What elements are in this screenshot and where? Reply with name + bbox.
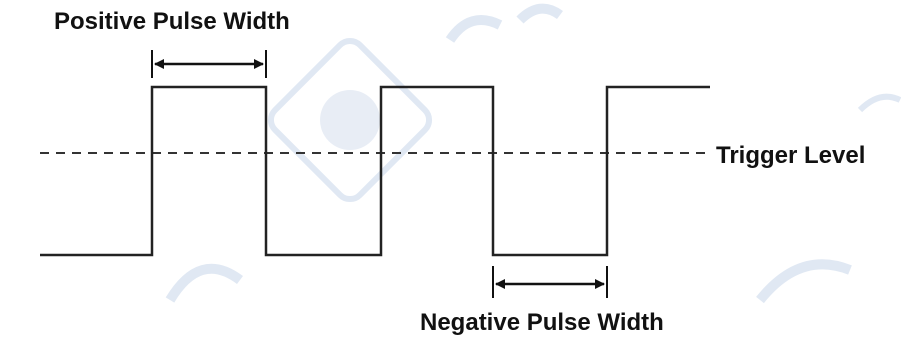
- square-waveform: [40, 85, 710, 257]
- negative-pulse-width-marker: [492, 266, 608, 298]
- watermark: [165, 3, 901, 304]
- positive-pulse-width-label: Positive Pulse Width: [54, 8, 290, 35]
- negative-pulse-width-label: Negative Pulse Width: [420, 309, 664, 336]
- positive-pulse-width-marker: [151, 50, 267, 78]
- trigger-level-label: Trigger Level: [716, 142, 866, 169]
